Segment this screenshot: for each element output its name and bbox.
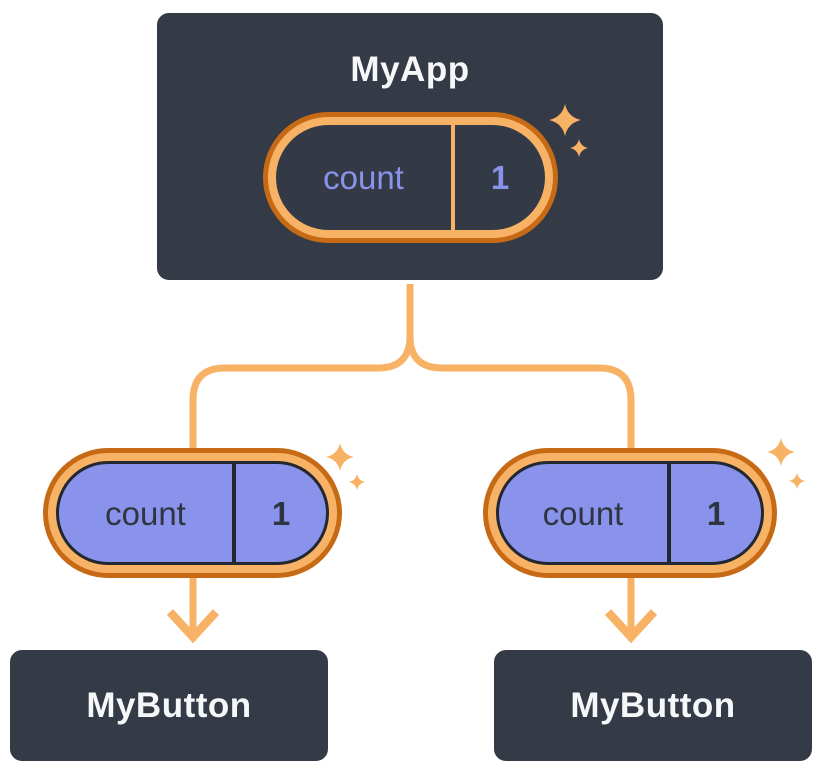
state-value-label: 1 [706,494,726,532]
state-name-label: count [542,494,624,532]
state-value-label: 1 [490,159,510,196]
state-pill-left-child: count 1 [43,448,342,578]
pill-divider [451,125,455,230]
arrow-down-icon [604,609,658,644]
arrow-down-icon [166,609,220,644]
connector-branch-right [406,284,635,634]
state-pill-body: count 1 [56,461,329,565]
state-pill-body: count 1 [276,125,545,230]
component-title: MyButton [570,686,736,725]
component-title: MyButton [86,686,252,725]
pill-divider [667,464,671,562]
state-pill-body: count 1 [496,461,764,565]
state-name-label: count [105,494,186,532]
state-value-label: 1 [271,494,291,532]
component-node-mybutton-right: MyButton [492,648,814,763]
pill-divider [232,464,236,562]
component-node-mybutton-left: MyButton [8,648,330,763]
component-title: MyApp [350,50,470,89]
state-pill-root: count 1 [263,112,558,243]
state-pill-right-child: count 1 [483,448,777,578]
state-name-label: count [323,159,404,196]
